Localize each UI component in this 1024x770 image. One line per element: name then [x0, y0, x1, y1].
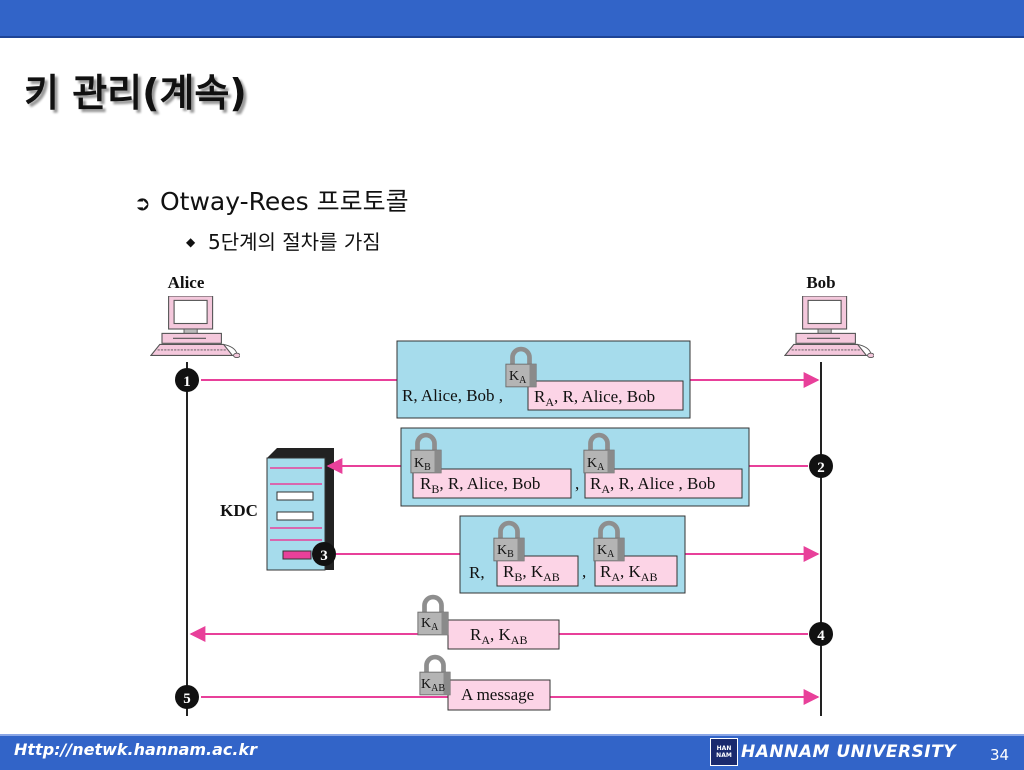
- message-2-encrypted-text-2: RA, R, Alice , Bob: [590, 474, 715, 496]
- alice-computer: [150, 296, 240, 359]
- message-2-separator: ,: [575, 474, 579, 493]
- message-3-encrypted-text-2: RA, KAB: [600, 562, 657, 584]
- step-1-badge: [175, 368, 199, 392]
- message-4-encrypted-text: RA, KAB: [470, 625, 527, 647]
- message-1-plain-text: R, Alice, Bob ,: [402, 386, 503, 405]
- lock-key-label: KA: [587, 456, 605, 473]
- lock-key-label: KB: [414, 456, 431, 473]
- step-4-badge: [809, 622, 833, 646]
- university-name: HANNAM UNIVERSITY: [741, 742, 957, 762]
- step-3-number: 3: [320, 548, 328, 564]
- step-5-badge: [175, 685, 199, 709]
- footer-bar: [0, 734, 1024, 770]
- message-3-separator: ,: [582, 562, 586, 581]
- arrow-bullet-icon: ➲: [134, 191, 151, 215]
- message-2-encrypted-text-1: RB, R, Alice, Bob: [420, 474, 540, 496]
- step-4-number: 4: [817, 628, 825, 644]
- lock-key-label: KAB: [421, 677, 445, 694]
- logo-text-bottom: NAM: [716, 752, 732, 759]
- bullet-level2-text: 5단계의 절차를 가짐: [208, 230, 381, 254]
- lock-key-label: KA: [509, 369, 527, 386]
- message-3-encrypted-text-1: RB, KAB: [503, 562, 560, 584]
- alice-label: Alice: [168, 273, 205, 292]
- bob-computer: [784, 296, 874, 359]
- lock-key-label: KA: [597, 543, 615, 560]
- message-3-plain-text: R,: [469, 563, 485, 582]
- message-2-encrypted-box-1: [412, 468, 572, 499]
- header-bar: [0, 0, 1024, 38]
- message-1-encrypted-box: [527, 380, 684, 411]
- bob-label: Bob: [806, 273, 835, 292]
- hannam-logo-icon: HAN NAM: [710, 738, 738, 766]
- step-3-badge: [312, 542, 336, 566]
- bob-computer-icon: [784, 296, 874, 359]
- step-2-number: 2: [817, 460, 825, 476]
- bullet-level1: ➲ Otway-Rees 프로토콜: [134, 182, 409, 218]
- message-2-encrypted-box-2: [584, 468, 743, 499]
- lock-key-label: KA: [421, 616, 439, 633]
- logo-text-top: HAN: [716, 745, 732, 752]
- message-5-encrypted-text: A message: [461, 685, 534, 704]
- bullet-level2: ◆ 5단계의 절차를 가짐: [186, 226, 381, 255]
- slide-title: 키 관리(계속): [24, 71, 247, 115]
- diamond-bullet-icon: ◆: [186, 234, 196, 249]
- message-5-encrypted-box: [447, 679, 551, 711]
- message-1-encrypted-text: RA, R, Alice, Bob: [534, 387, 655, 409]
- lock-key-label: KB: [497, 543, 514, 560]
- step-1-number: 1: [183, 374, 191, 390]
- step-2-badge: [809, 454, 833, 478]
- bullet-level1-text: Otway-Rees 프로토콜: [160, 187, 409, 216]
- kdc-label: KDC: [220, 501, 258, 520]
- page-number: 34: [990, 746, 1010, 764]
- alice-computer-icon: [150, 296, 240, 359]
- step-5-number: 5: [183, 691, 191, 707]
- footer-url-link[interactable]: Http://netwk.hannam.ac.kr: [14, 740, 258, 759]
